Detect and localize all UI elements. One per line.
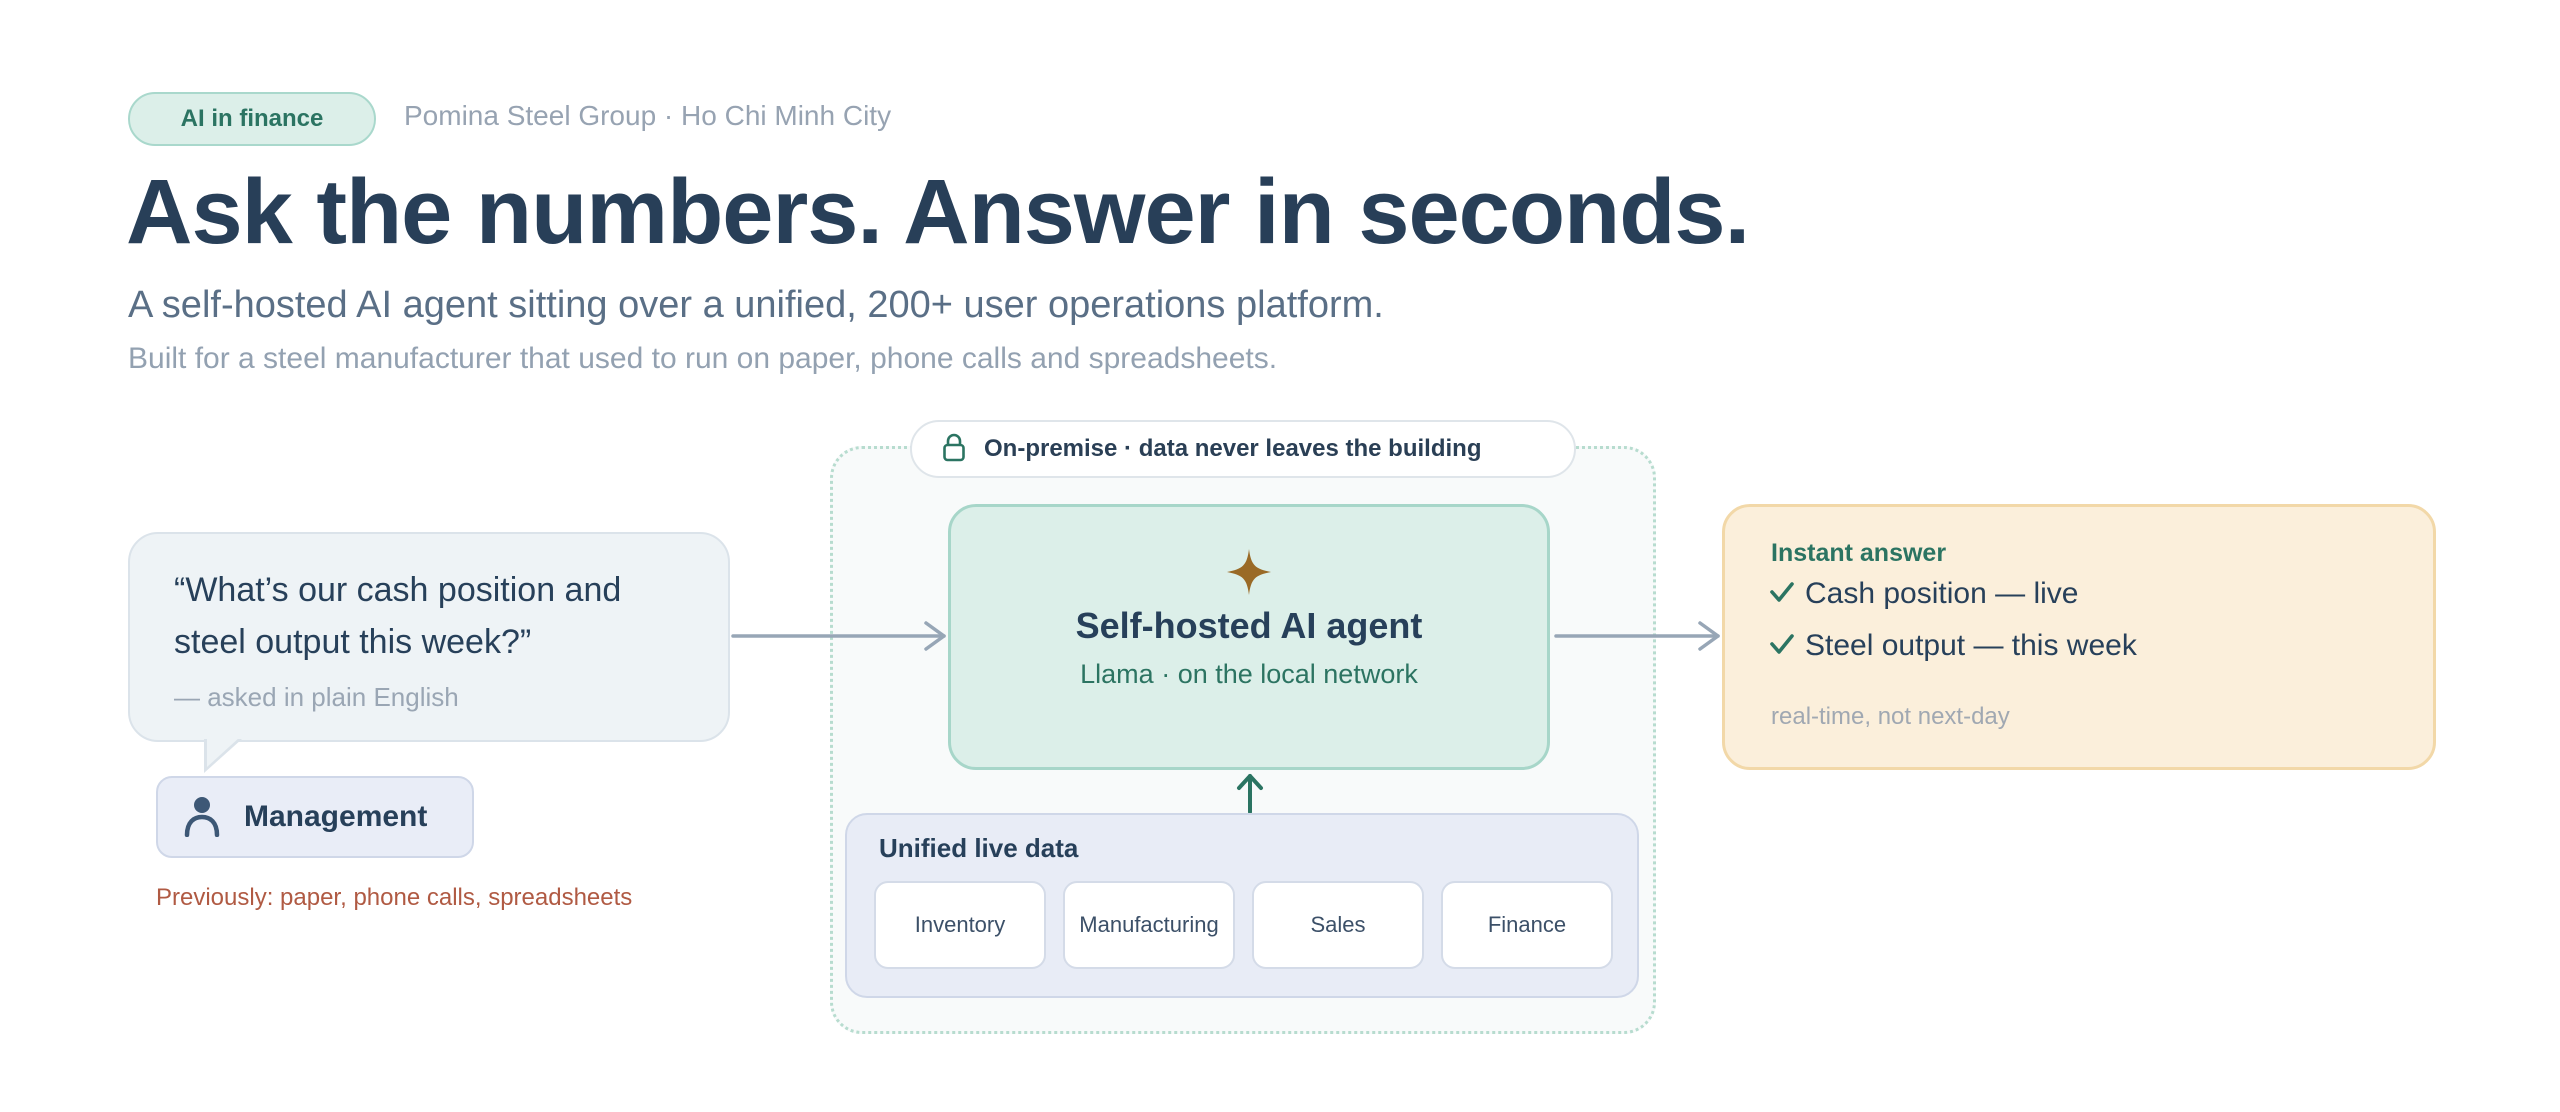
- answer-item: Cash position — live: [1769, 577, 2078, 611]
- unified-data-panel: Unified live data Inventory Manufacturin…: [845, 813, 1639, 998]
- data-to-agent-arrow: [1237, 774, 1263, 814]
- check-icon: [1769, 632, 1795, 661]
- data-panel-title: Unified live data: [879, 833, 1079, 863]
- category-tag: AI in finance: [128, 92, 376, 146]
- data-source-finance: Finance: [1441, 881, 1613, 969]
- management-label: Management: [244, 800, 428, 833]
- agent-title: Self-hosted AI agent: [1075, 605, 1423, 646]
- data-source-manufacturing: Manufacturing: [1063, 881, 1235, 969]
- answer-item-text: Cash position — live: [1805, 577, 2079, 610]
- data-source-sales: Sales: [1252, 881, 1424, 969]
- question-bubble: “What’s our cash position and steel outp…: [128, 532, 730, 742]
- headline: Ask the numbers. Answer in seconds.: [126, 161, 1750, 263]
- check-icon: [1769, 580, 1795, 609]
- management-chip: Management: [156, 776, 474, 858]
- client-label: Pomina Steel Group · Ho Chi Minh City: [404, 100, 892, 131]
- agent-subtitle: Llama · on the local network: [1080, 659, 1418, 689]
- question-text: “What’s our cash position and steel outp…: [174, 571, 622, 661]
- ai-agent-box: Self-hosted AI agent Llama · on the loca…: [948, 504, 1550, 770]
- answer-note: real-time, not next-day: [1771, 703, 2010, 730]
- lock-icon: [942, 432, 966, 467]
- context-line: Built for a steel manufacturer that used…: [128, 342, 1278, 375]
- answer-title: Instant answer: [1771, 539, 1947, 567]
- question-to-agent-arrow: [731, 621, 946, 651]
- on-premise-tag-label: On-premise · data never leaves the build…: [984, 435, 1482, 462]
- data-source-inventory: Inventory: [874, 881, 1046, 969]
- sparkle-icon: [951, 547, 1547, 597]
- user-icon: [182, 793, 222, 842]
- answer-item-text: Steel output — this week: [1805, 629, 2137, 662]
- previous-process-note: Previously: paper, phone calls, spreadsh…: [156, 884, 633, 911]
- on-premise-tag: On-premise · data never leaves the build…: [910, 420, 1576, 478]
- bubble-tail-fill: [207, 737, 240, 767]
- agent-to-answer-arrow: [1554, 621, 1720, 651]
- question-caption: — asked in plain English: [174, 682, 459, 712]
- subtitle: A self-hosted AI agent sitting over a un…: [128, 284, 1384, 326]
- answer-card: Instant answer Cash position — live Stee…: [1722, 504, 2436, 770]
- answer-item: Steel output — this week: [1769, 629, 2137, 663]
